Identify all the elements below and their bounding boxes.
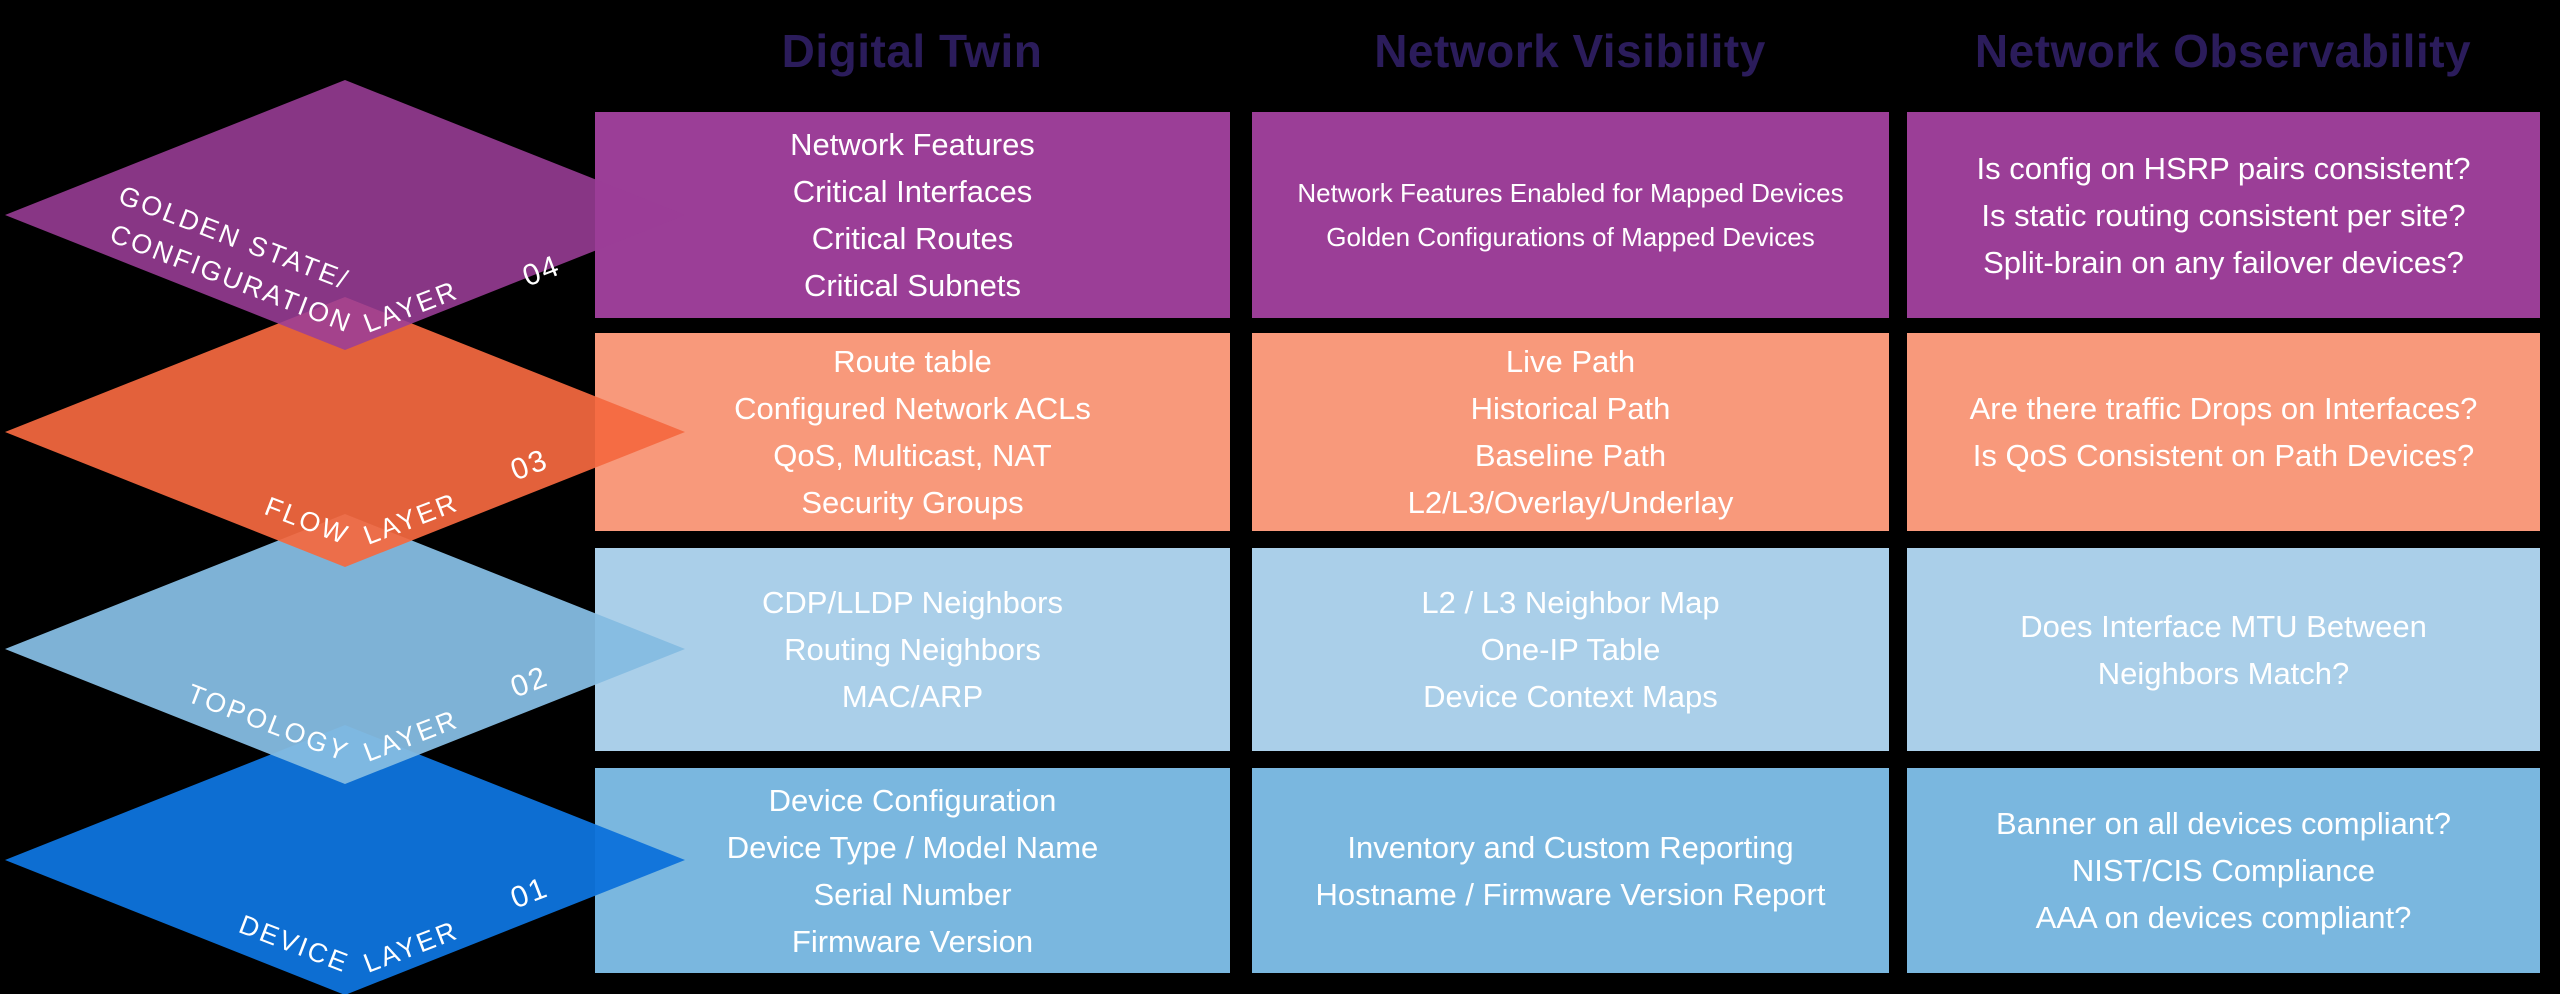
- diamond-configuration-layer: GOLDEN STATE/ CONFIGURATION LAYER 04: [5, 80, 685, 350]
- cell-flow-network-visibility: Live Path Historical Path Baseline Path …: [1252, 333, 1889, 531]
- cell-topology-digital-twin: CDP/LLDP Neighbors Routing Neighbors MAC…: [595, 548, 1230, 751]
- column-header-network-observability: Network Observability: [1974, 25, 2472, 77]
- cell-flow-digital-twin: Route table Configured Network ACLs QoS,…: [595, 333, 1230, 531]
- cell-device-digital-twin: Device Configuration Device Type / Model…: [595, 768, 1230, 973]
- cell-device-network-visibility: Inventory and Custom Reporting Hostname …: [1252, 768, 1889, 973]
- cell-topology-network-visibility: L2 / L3 Neighbor Map One-IP Table Device…: [1252, 548, 1889, 751]
- diamond-device-shape: [5, 725, 685, 994]
- diamond-flow-shape: [5, 297, 685, 567]
- cell-configuration-digital-twin: Network Features Critical Interfaces Cri…: [595, 112, 1230, 318]
- cell-flow-network-observability: Are there traffic Drops on Interfaces? I…: [1907, 333, 2540, 531]
- cell-device-network-observability: Banner on all devices compliant? NIST/CI…: [1907, 768, 2540, 973]
- cell-configuration-network-visibility: Network Features Enabled for Mapped Devi…: [1252, 112, 1889, 318]
- cell-topology-network-observability: Does Interface MTU Between Neighbors Mat…: [1907, 548, 2540, 751]
- column-header-network-visibility: Network Visibility: [1374, 25, 1766, 77]
- cell-configuration-network-observability: Is config on HSRP pairs consistent? Is s…: [1907, 112, 2540, 318]
- diamond-topology-layer: TOPOLOGY LAYER 02: [5, 514, 685, 784]
- diamond-flow-layer: FLOW LAYER 03: [5, 297, 685, 567]
- column-header-digital-twin: Digital Twin: [781, 25, 1043, 77]
- diamond-device-layer: DEVICE LAYER 01: [5, 725, 685, 994]
- diamond-configuration-shape: [5, 80, 685, 350]
- diamond-topology-shape: [5, 514, 685, 784]
